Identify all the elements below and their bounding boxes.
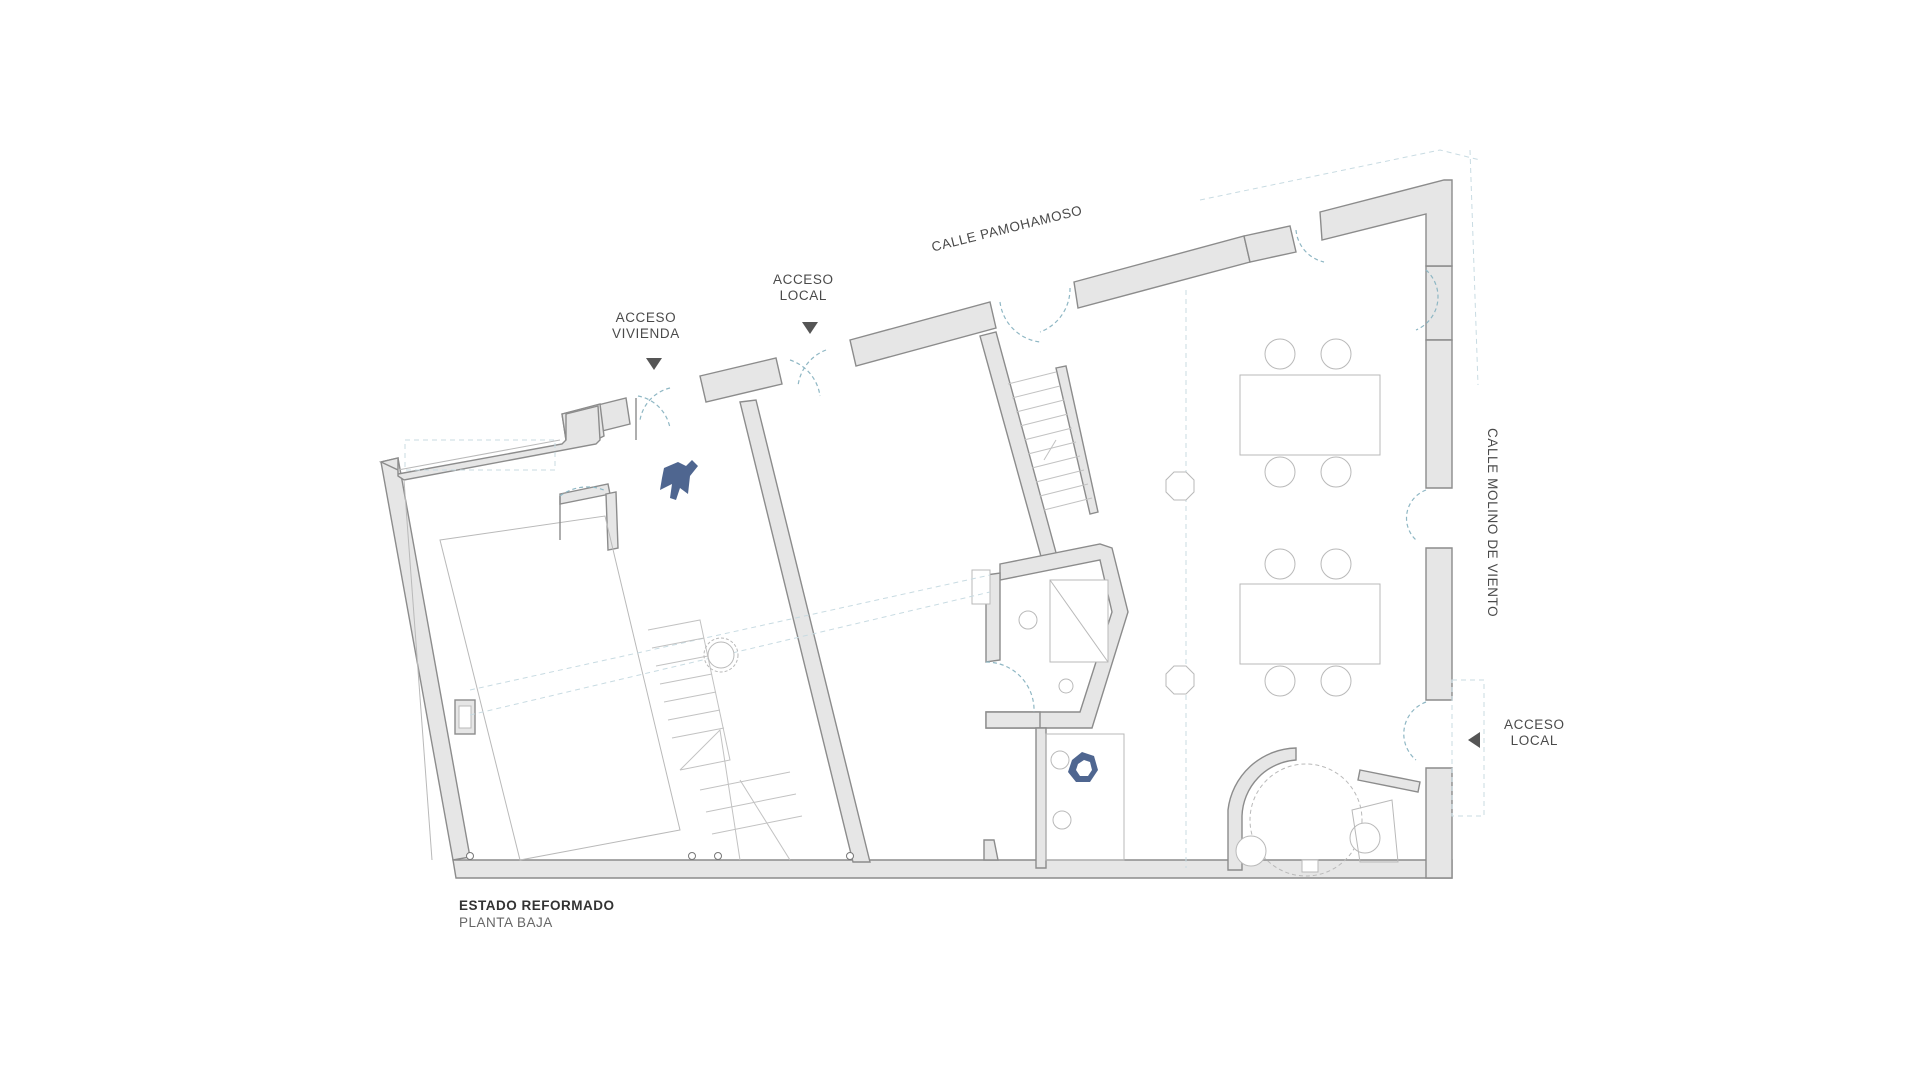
stair-rail-wall [1055,365,1099,515]
acceso-vivienda-line-2: VIVIENDA [612,326,680,341]
label-acceso-vivienda: ACCESO VIVIENDA [612,310,680,342]
left-room-frame [403,479,433,861]
shower-diagonal [1049,579,1109,663]
top-right-corner-wall [1319,179,1453,267]
party-wall-2 [979,331,1059,561]
door-window-top [1295,229,1325,263]
left-window-bay [404,439,556,471]
top-wall-segment-4 [699,357,783,403]
person-figure-bottom [1068,752,1098,782]
street-label-right: CALLE MOLINO DE VIENTO [1484,428,1500,617]
arrow-acceso-local-right [1468,732,1480,748]
column-dots [466,852,854,860]
left-room-stub [559,483,611,505]
arrow-acceso-local-top [802,322,818,334]
left-room-ceiling-line [397,439,561,471]
label-acceso-local-top: ACCESO LOCAL [773,272,834,304]
door-bathroom [985,661,1035,713]
person-figure-top [660,460,698,500]
top-wall-segment-1 [1073,235,1251,309]
service-counter-shelf [1351,799,1399,863]
right-wall-segment-2 [1425,339,1453,489]
top-wall-segment-3 [849,301,997,367]
toilet-3 [1052,810,1072,830]
acceso-local-right-line-1: ACCESO [1504,717,1565,732]
left-exterior-wall [380,457,471,861]
right-door-canopy [1451,679,1485,817]
chimney-stub [983,839,999,861]
facade-line-top [1199,149,1481,201]
service-counter [1357,769,1421,793]
label-acceso-local-right: ACCESO LOCAL [1504,717,1565,749]
left-wall-niche-inner [458,705,472,729]
door-cafe-top [999,287,1071,343]
dining-set-1 [1239,338,1381,488]
round-column [707,641,735,669]
door-local-top [789,349,827,397]
top-wall-segment-2 [1243,225,1297,263]
round-column-ring [703,637,739,673]
door-vivienda [635,387,671,440]
stairs-left [647,619,803,861]
acceso-local-top-line-1: ACCESO [773,272,834,287]
bar-counter [1227,747,1297,871]
drawing-title-block: ESTADO REFORMADO PLANTA BAJA [459,897,615,931]
octagon-column-2 [1165,665,1195,695]
bar-equipment [1301,859,1319,873]
bar-stool-1 [1235,835,1267,867]
door-bedroom [559,486,605,540]
beam-line-2 [469,574,991,691]
party-wall-1 [739,399,871,863]
right-wall-segment-1 [1425,265,1453,341]
drawing-title: ESTADO REFORMADO [459,898,615,913]
left-top-block [378,405,601,481]
right-wall-segment-3 [1425,547,1453,701]
small-jamb [605,491,619,551]
facade-line-right [1469,149,1479,386]
octagon-column-1 [1165,471,1195,501]
dining-set-2 [1239,548,1381,697]
stairs-middle [1007,371,1093,511]
street-name-right: CALLE MOLINO DE VIENTO [1485,428,1500,618]
toilet-1 [1018,610,1038,630]
bed-outline [439,515,681,861]
acceso-vivienda-line-1: ACCESO [615,310,677,325]
toilet-2 [1050,750,1070,770]
drawing-subtitle: PLANTA BAJA [459,915,553,930]
acceso-local-top-line-2: LOCAL [779,288,827,303]
beam-line-1 [469,591,991,716]
acceso-local-right-line-2: LOCAL [1510,733,1558,748]
right-wall-segment-4 [1425,767,1453,879]
bar-counter-guide [1249,763,1363,877]
sink-1 [1058,678,1074,694]
bath-niche [971,569,991,605]
arrow-acceso-vivienda [646,358,662,370]
bathroom-partition [1035,727,1047,869]
bathroom-wall-lower [985,711,1041,729]
windows-right [1403,269,1439,761]
lower-bath-area [1045,733,1125,861]
